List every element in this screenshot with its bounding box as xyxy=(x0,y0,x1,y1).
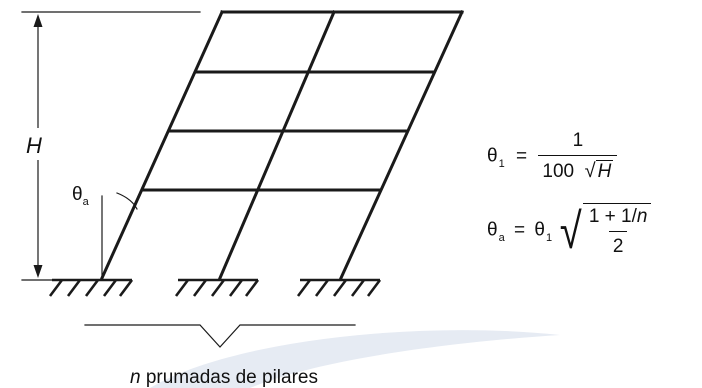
formula-1-lhs-sub: 1 xyxy=(498,157,505,170)
formula-theta-1: θ1 = 1 100 √H xyxy=(487,130,618,183)
fixed-support-middle xyxy=(174,278,260,297)
formula-2-numerator: 1 + 1/n xyxy=(588,206,648,227)
formula-1-fraction: 1 100 √H xyxy=(538,130,618,183)
formula-2-denominator: 2 xyxy=(608,231,628,258)
formula-1-lhs: θ xyxy=(487,145,498,167)
formula-1-denominator: 100 √H xyxy=(538,155,618,183)
height-label: H xyxy=(26,133,42,158)
formula-theta-a: θa = θ1 √ 1 + 1/n 2 xyxy=(487,202,652,259)
formula-2-lhs-sub: a xyxy=(498,231,505,244)
fixed-support-right xyxy=(296,278,382,297)
formula-1-equals: = xyxy=(515,145,528,167)
formula-2-factor: θ xyxy=(534,219,545,241)
caption: n prumadas de pilares xyxy=(130,367,318,388)
angle-marker xyxy=(101,192,138,279)
formula-1-numerator: 1 xyxy=(572,130,584,151)
sqrt-icon: √ xyxy=(584,160,596,182)
angle-label: θa xyxy=(72,184,90,208)
height-dimension xyxy=(21,11,201,281)
formula-2-radicand: 1 + 1/n 2 xyxy=(582,203,652,258)
watermark-swoosh xyxy=(150,330,560,388)
formula-2-lhs: θ xyxy=(487,219,498,241)
big-sqrt-icon: √ xyxy=(560,202,583,259)
leaning-frame xyxy=(100,10,464,280)
caption-brace xyxy=(84,324,356,348)
formula-2-equals: = xyxy=(513,219,526,241)
fixed-support-left xyxy=(48,278,134,297)
